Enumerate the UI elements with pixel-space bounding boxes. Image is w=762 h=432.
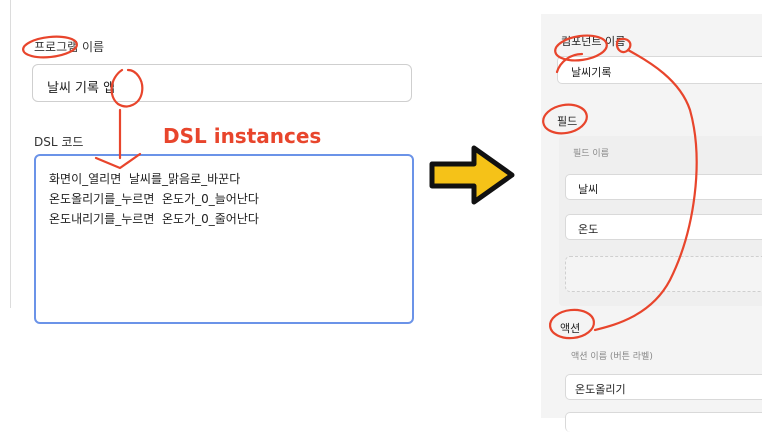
fields-container: 필드 이름 날씨 온도 (559, 136, 762, 306)
dsl-code-label: DSL 코드 (34, 135, 84, 149)
next-input-partial[interactable] (565, 412, 762, 432)
panel-divider (10, 0, 11, 308)
action-name-label: 액션 이름 (버튼 라벨) (571, 352, 653, 362)
dsl-code-textarea[interactable]: 화면이_열리면 날씨를_맑음로_바꾼다 온도올리기를_누르면 온도가_0_늘어난… (34, 154, 414, 324)
program-name-label: 프로그램 이름 (34, 40, 105, 54)
dsl-line-2: 온도올리기를_누르면 온도가_0_늘어난다 (49, 192, 259, 206)
dsl-instances-annotation: DSL instances (163, 124, 322, 148)
dsl-editor-panel: 프로그램 이름 날씨 기록 앱 DSL 코드 화면이_열리면 날씨를_맑음로_바… (0, 0, 414, 324)
field-value-1: 날씨 (578, 183, 599, 196)
dsl-line-3: 온도내리기를_누르면 온도가_0_줄어난다 (49, 212, 259, 226)
form-builder-panel: 컴포넌트 이름 날씨기록 필드 필드 이름 날씨 온도 액션 액션 이름 (버튼… (541, 14, 762, 432)
component-name-label: 컴포넌트 이름 (561, 35, 626, 48)
program-name-input[interactable]: 날씨 기록 앱 (32, 64, 412, 102)
component-name-input[interactable]: 날씨기록 (557, 56, 762, 84)
field-input-2[interactable]: 온도 (565, 214, 762, 240)
field-name-label: 필드 이름 (573, 149, 609, 159)
dsl-line-1: 화면이_열리면 날씨를_맑음로_바꾼다 (49, 172, 241, 186)
action-name-value: 온도올리기 (575, 383, 626, 396)
fields-section-title: 필드 (557, 115, 578, 128)
actions-section-title: 액션 (560, 322, 581, 335)
add-field-dropzone[interactable] (565, 256, 762, 292)
field-value-2: 온도 (578, 223, 599, 236)
component-name-value: 날씨기록 (571, 66, 612, 79)
program-name-value: 날씨 기록 앱 (47, 81, 116, 96)
action-name-input[interactable]: 온도올리기 (565, 374, 762, 400)
right-arrow-icon (429, 145, 515, 205)
field-input-1[interactable]: 날씨 (565, 174, 762, 200)
